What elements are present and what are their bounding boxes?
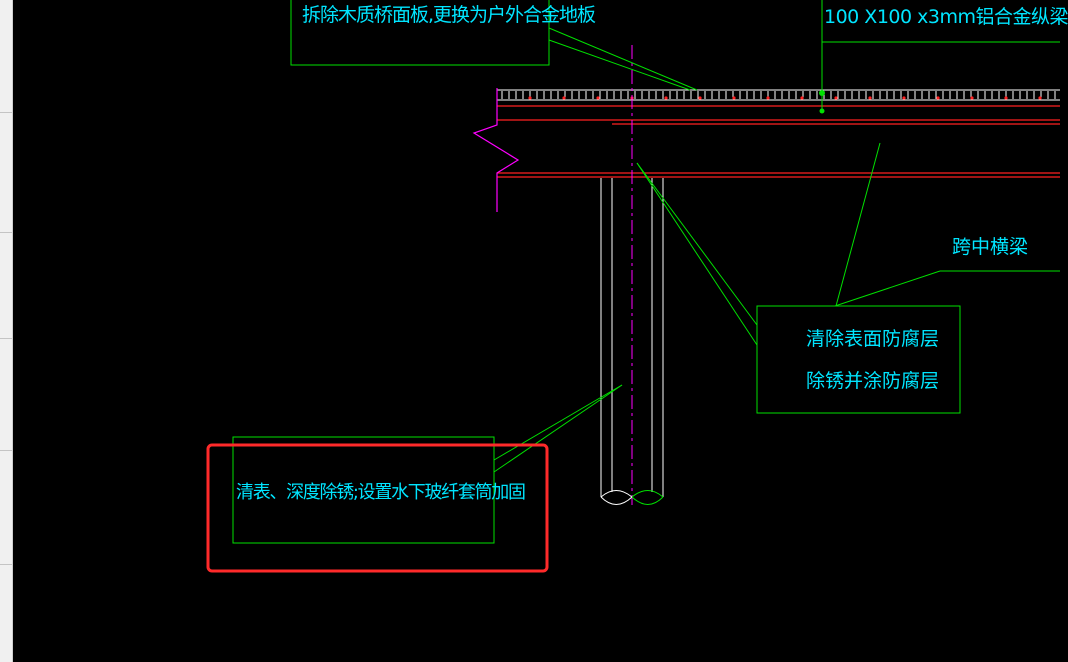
coating-note-line2: 除锈并涂防腐层 <box>806 370 940 392</box>
beam-anchor-dot <box>819 108 825 114</box>
deck-board <box>496 89 1060 101</box>
pile-note: 清表、深度除锈;设置水下玻纤套筒加固 <box>236 482 526 503</box>
coating-note-line1: 清除表面防腐层 <box>806 328 940 350</box>
beam-anchor-dot <box>819 90 825 96</box>
beam-note: 100 X100 x3mm铝合金纵梁 <box>824 6 1068 28</box>
leader-lines <box>232 0 1060 544</box>
cross-beam <box>497 105 1060 178</box>
pile-outline <box>600 178 664 505</box>
highlight-box <box>206 443 549 573</box>
break-line <box>472 88 520 212</box>
midspan-note: 跨中横梁 <box>952 236 1029 258</box>
left-panel-edge <box>0 0 13 662</box>
deck-note: 拆除木质桥面板,更换为户外合金地板 <box>302 4 596 26</box>
